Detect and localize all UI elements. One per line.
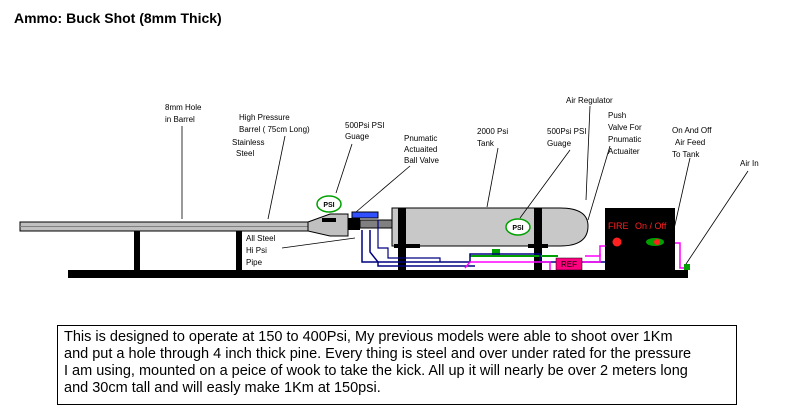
label-stainless: Stainless Steel xyxy=(232,138,267,158)
label-gauge-2: 500Psi PSI Guage xyxy=(547,127,589,148)
description-line: and 30cm tall and will easly make 1Km at… xyxy=(64,380,381,396)
fire-button xyxy=(612,237,622,247)
description-box: This is designed to operate at 150 to 40… xyxy=(57,325,737,405)
air-line-blue-3 xyxy=(377,220,441,262)
barrel-support-1 xyxy=(134,228,140,270)
diagram-title: Ammo: Buck Shot (8mm Thick) xyxy=(14,10,222,26)
ball-valve-actuator xyxy=(351,211,379,219)
label-pipe: All Steel Hi Psi Pipe xyxy=(246,234,278,267)
ref-text: REF xyxy=(561,260,577,269)
ball-valve-body xyxy=(348,218,360,230)
tank-support-cap-1 xyxy=(394,244,420,248)
leader-lines xyxy=(181,105,749,265)
label-hole: 8mm Hole in Barrel xyxy=(165,103,204,124)
label-ball-valve: Pnumatic Actuaited Ball Valve xyxy=(404,134,440,165)
on-off-knob xyxy=(654,239,660,245)
base-board xyxy=(68,270,688,278)
psi-gauge-1-text: PSI xyxy=(323,202,334,209)
barrel-support-2 xyxy=(236,228,242,270)
label-air-in: Air In xyxy=(740,159,759,168)
tank-support-cap-2 xyxy=(528,244,548,248)
label-on-off-feed: On And Off Air Feed To Tank xyxy=(672,126,714,159)
tank-band-1 xyxy=(398,208,406,246)
description-line: I am using, mounted on a peice of wook t… xyxy=(64,363,688,379)
psi-gauge-1 xyxy=(316,195,342,213)
label-barrel: High Pressure Barrel ( 75cm Long) xyxy=(239,113,310,134)
tank-band-2 xyxy=(534,208,542,246)
air-line-blue-2 xyxy=(369,230,475,267)
psi-gauge-2 xyxy=(505,218,531,236)
fire-label: FIRE xyxy=(608,221,629,231)
description-line: This is designed to operate at 150 to 40… xyxy=(64,329,673,345)
air-inlet xyxy=(684,264,690,270)
adapter-ring xyxy=(322,218,336,222)
label-regulator: Air Regulator xyxy=(566,96,613,105)
label-push-valve: Push Valve For Pnumatic Actuaiter xyxy=(608,111,644,156)
on-off-label: On / Off xyxy=(635,221,667,231)
barrel-adapter xyxy=(307,213,349,237)
description-line: and put a hole through 4 inch thick pine… xyxy=(64,346,692,362)
tank-support-2 xyxy=(534,246,542,270)
air-tank xyxy=(391,207,589,247)
label-gauge-1: 500Psi PSI Guage xyxy=(345,121,387,141)
psi-gauge-2-text: PSI xyxy=(512,225,523,232)
label-tank: 2000 Psi Tank xyxy=(477,127,510,148)
ref-box xyxy=(555,257,583,271)
air-regulator xyxy=(492,249,500,257)
